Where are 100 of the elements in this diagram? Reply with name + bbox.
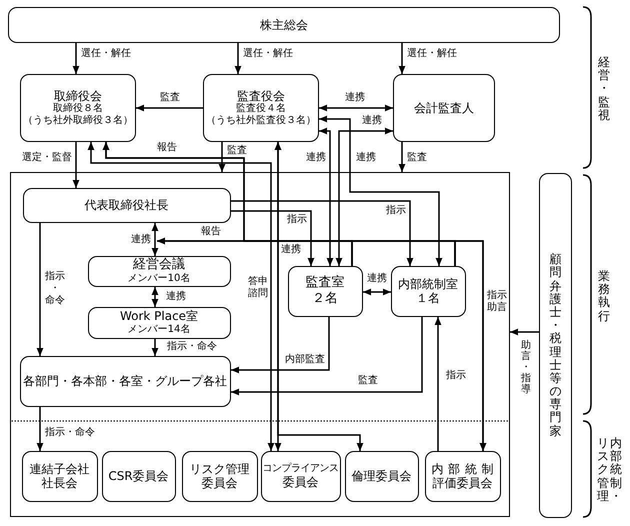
org-box xyxy=(20,356,230,406)
arrow xyxy=(218,142,226,172)
box-detail: ２名 xyxy=(312,291,338,307)
edge-label: 連携 xyxy=(306,152,326,164)
advisor-box xyxy=(539,173,572,518)
edge-label: 指示 xyxy=(386,205,406,217)
org-box xyxy=(88,256,230,286)
double-arrow xyxy=(274,142,364,451)
org-box xyxy=(344,450,418,502)
edge-label: 選任・解任 xyxy=(81,48,131,60)
box-detail: １名 xyxy=(416,291,440,306)
edge-label: 監査 xyxy=(407,152,427,164)
box-title: 監査室 xyxy=(306,275,344,291)
edge-label: 連携 xyxy=(166,291,186,303)
arrow xyxy=(510,328,539,336)
arrow xyxy=(231,200,414,266)
org-box xyxy=(393,74,495,142)
edge-label: 連携 xyxy=(345,92,365,104)
section-frame xyxy=(10,172,510,517)
org-box xyxy=(102,450,176,502)
org-box xyxy=(22,188,230,222)
box-detail: 取締役８名 xyxy=(53,103,103,114)
box-title: 取締役会 xyxy=(54,88,102,103)
arrow xyxy=(434,317,442,451)
box-title: 内部統制室 xyxy=(398,276,458,291)
org-box xyxy=(390,266,466,316)
box-title: 株主総会 xyxy=(260,18,308,32)
box-detail: （うち社外取締役３名） xyxy=(23,115,133,128)
arrow xyxy=(72,142,80,188)
edge-label: 助言・指導 xyxy=(521,340,531,395)
arrow xyxy=(398,43,406,74)
box-title: 各部門・各本部・各室・グループ各社 xyxy=(23,374,227,388)
section-label: 経営・監視 xyxy=(598,56,610,122)
edge-label: 指示助言 xyxy=(487,290,507,314)
arrow xyxy=(231,317,423,396)
org-box xyxy=(260,450,340,502)
note-label: 連携 xyxy=(281,244,301,256)
org-box xyxy=(8,7,560,43)
edge-label: 監査 xyxy=(160,92,180,104)
box-detail: （うち社外監査役３名） xyxy=(206,115,316,128)
arrow xyxy=(231,210,314,266)
box-title: CSR委員会 xyxy=(108,468,169,484)
arrow xyxy=(234,43,242,74)
arrow xyxy=(72,43,80,74)
double-arrow xyxy=(152,223,158,256)
box-title: Work Place室 xyxy=(120,309,198,324)
edge-label: 監査 xyxy=(227,145,247,157)
box-title: 会計監査人 xyxy=(414,100,474,116)
edge-label: 指示・命令 xyxy=(45,271,65,307)
org-box xyxy=(203,74,319,142)
edge-label: 報告 xyxy=(201,226,221,238)
section-label: 内部統制・リスク管理 xyxy=(597,437,622,503)
double-arrow xyxy=(363,288,391,296)
org-box xyxy=(22,450,98,502)
org-box xyxy=(424,450,500,502)
box-detail: メンバー14名 xyxy=(128,324,190,336)
edge-label: 指示 xyxy=(446,370,466,382)
arrow xyxy=(136,104,203,112)
org-box xyxy=(288,266,362,316)
box-title: コンプライアンス委員会 xyxy=(262,462,338,490)
edge-label: 答申諮問 xyxy=(248,276,268,300)
box-title: リスク管理委員会 xyxy=(190,462,250,490)
box-title: 内部統制評価委員会 xyxy=(432,462,494,490)
edge-label: 選定・監督 xyxy=(22,152,72,164)
arrow xyxy=(398,142,406,172)
edge-label: 内部監査 xyxy=(285,354,325,366)
double-arrow xyxy=(319,128,334,266)
section-label: 業務執行 xyxy=(598,270,610,323)
edge-label: 指示・命令 xyxy=(167,341,217,353)
box-title: 顧問弁護士・税理士等の専門家 xyxy=(550,253,562,438)
edge-label: 連携 xyxy=(367,273,387,285)
box-title: 倫理委員会 xyxy=(352,468,412,484)
double-arrow xyxy=(319,104,393,112)
org-box xyxy=(20,74,136,142)
arrow xyxy=(36,223,44,356)
box-title: 経営会議 xyxy=(133,257,185,273)
org-box xyxy=(88,306,230,338)
edge-label: 連携 xyxy=(362,115,382,127)
org-box xyxy=(182,450,258,502)
edge-label: 指示・命令 xyxy=(45,427,95,439)
arrow xyxy=(231,317,330,374)
double-arrow xyxy=(336,128,393,266)
double-arrow xyxy=(152,287,158,307)
box-title: 代表取締役社長 xyxy=(84,198,168,212)
box-detail: メンバー10名 xyxy=(128,272,190,285)
box-detail: 監査役４名 xyxy=(236,103,286,114)
arrow xyxy=(36,407,44,451)
edge-label: 報告 xyxy=(157,142,177,154)
edge-label: 監査 xyxy=(358,375,378,387)
double-arrow xyxy=(88,142,274,451)
edge-label: 連携 xyxy=(356,152,376,164)
edge-label: 選任・解任 xyxy=(243,48,293,60)
arrow xyxy=(454,240,486,451)
box-title: 連結子会社社長会 xyxy=(30,462,90,490)
arrow xyxy=(152,339,158,356)
double-arrow xyxy=(319,116,442,266)
edge-label: 選任・解任 xyxy=(407,48,457,60)
edge-label: 連携 xyxy=(131,234,151,246)
edge-label: 指示 xyxy=(287,214,307,226)
box-title: 監査役会 xyxy=(237,88,285,103)
